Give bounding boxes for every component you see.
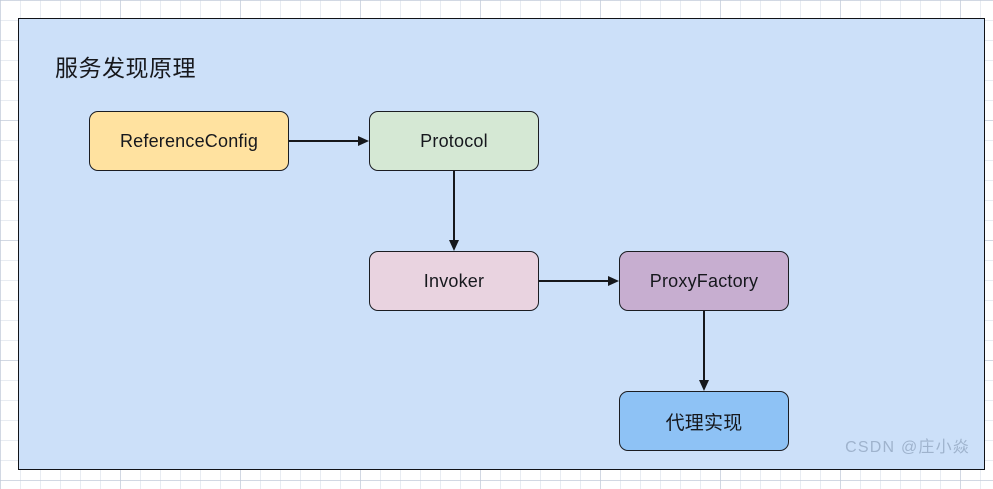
node-invoker[interactable]: Invoker: [369, 251, 539, 311]
edge-invoker-proxyfactory-line: [539, 280, 608, 282]
node-protocol-label: Protocol: [420, 130, 488, 151]
edge-protocol-invoker-arrowhead: [448, 240, 459, 251]
edge-referenceconfig-protocol-arrowhead: [358, 135, 369, 146]
node-proxy-implementation[interactable]: 代理实现: [619, 391, 789, 451]
csdn-watermark: CSDN @庄小焱: [845, 439, 970, 456]
node-proxy-factory[interactable]: ProxyFactory: [619, 251, 789, 311]
page-title: 服务发现原理: [55, 55, 196, 81]
diagram-canvas-panel: 服务发现原理 ReferenceConfig Protocol Invoker …: [18, 18, 985, 470]
edge-protocol-invoker-line: [453, 171, 455, 240]
edge-referenceconfig-protocol-line: [289, 140, 358, 142]
node-reference-config-label: ReferenceConfig: [119, 130, 259, 151]
node-reference-config[interactable]: ReferenceConfig: [89, 111, 289, 171]
node-protocol[interactable]: Protocol: [369, 111, 539, 171]
edge-proxyfactory-proxyimplementation-arrowhead: [698, 380, 709, 391]
edge-proxyfactory-proxyimplementation-line: [703, 311, 705, 380]
edge-invoker-proxyfactory-arrowhead: [608, 275, 619, 286]
node-invoker-label: Invoker: [423, 270, 485, 291]
node-proxy-factory-label: ProxyFactory: [649, 270, 759, 291]
node-proxy-implementation-label: 代理实现: [665, 412, 743, 434]
